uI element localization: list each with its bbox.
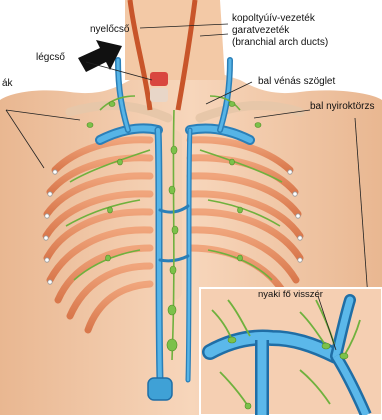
neck: [125, 0, 225, 80]
label-left-partial: ák: [2, 78, 13, 89]
inset-panel: [200, 288, 382, 415]
label-branchial-duct-line3: (branchial arch ducts): [232, 37, 328, 48]
sternum: [160, 130, 182, 300]
trachea-segment: [150, 72, 168, 86]
lower-vessel: [148, 378, 172, 400]
label-esophagus: nyelőcső: [90, 24, 129, 35]
label-branchial-duct-line1: kopoltyúív-vezeték: [232, 13, 315, 24]
label-left-lymph-trunk: bal nyiroktörzs: [310, 101, 374, 112]
label-branchial-duct-line2: garatvezeték: [232, 25, 289, 36]
label-left-venous-angle: bal vénás szöglet: [258, 76, 335, 87]
label-inset-jugular-vein: nyaki fő visszér: [258, 289, 323, 300]
trachea-segment-lower: [150, 88, 168, 102]
label-trachea: légcső: [36, 52, 65, 63]
